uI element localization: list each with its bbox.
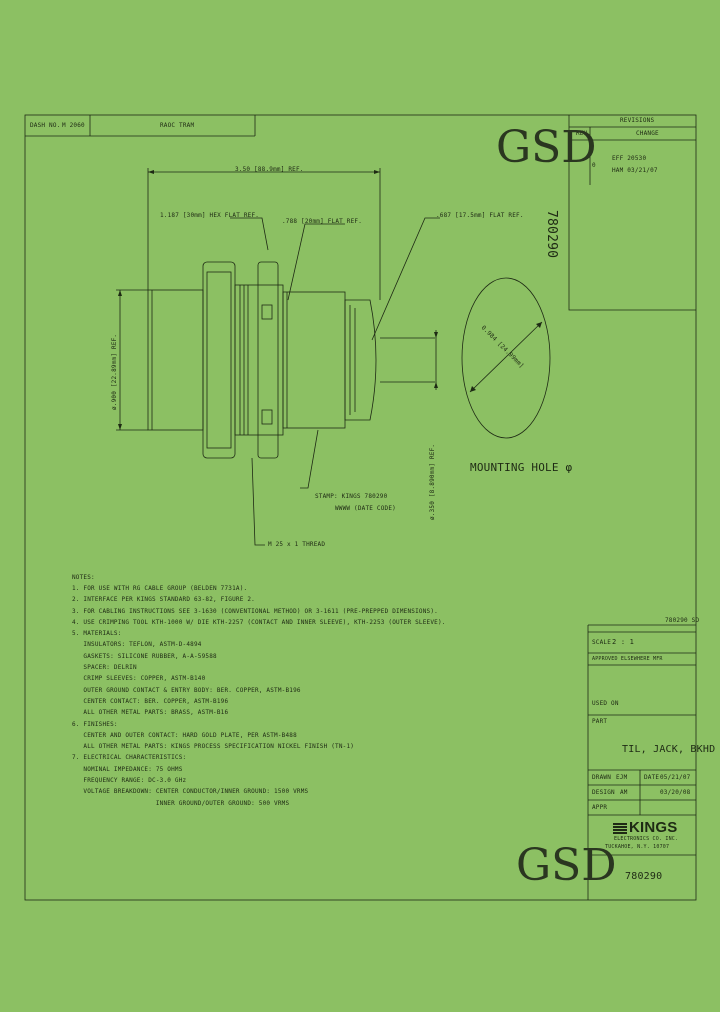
note-line: INNER GROUND/OUTER GROUND: 500 VRMS — [72, 799, 290, 807]
note-line: 2. INTERFACE PER KINGS STANDARD 63-82, F… — [72, 596, 255, 604]
revision-change-2: HAM 03/21/07 — [612, 167, 658, 174]
note-line: FREQUENCY RANGE: DC-3.0 GHz — [72, 777, 187, 785]
note-line: 6. FINISHES: — [72, 720, 118, 728]
note-line: NOMINAL IMPEDANCE: 75 OHMS — [72, 765, 183, 773]
revisions-title: REVISIONS — [620, 117, 655, 124]
scale-label: SCALE — [592, 639, 612, 646]
revisions-col-rev: REV — [576, 130, 588, 137]
nut-flat-dim: .687 [17.5mm] FLAT REF. — [436, 212, 524, 219]
kings-logo-icon — [613, 822, 627, 834]
appr-label: APPR — [592, 804, 608, 811]
watermark-bottom: GSD — [516, 840, 617, 891]
note-line: SPACER: DELRIN — [72, 664, 137, 672]
note-line: CRIMP SLEEVES: COPPER, ASTM-B140 — [72, 675, 206, 683]
stamp-leader — [300, 429, 319, 489]
note-line: CENTER CONTACT: BER. COPPER, ASTM-B196 — [72, 697, 229, 705]
note-line: 1. FOR USE WITH RG CABLE GROUP (BELDEN 7… — [72, 585, 248, 592]
notes-block: NOTES: 1. FOR USE WITH RG CABLE GROUP (B… — [72, 575, 446, 812]
thread-note: M 25 x 1 THREAD — [268, 541, 326, 548]
note-line: ALL OTHER METAL PARTS: BRASS, ASTM-B16 — [72, 709, 229, 717]
drawing-number: 780290 — [625, 871, 663, 882]
design-date: 03/20/08 — [660, 789, 691, 796]
revisions-col-change: CHANGE — [636, 130, 659, 137]
note-line: VOLTAGE BREAKDOWN: CENTER CONDUCTOR/INNE… — [72, 788, 309, 796]
sheet-border — [24, 114, 697, 901]
drawing-title: TIL, JACK, BKHD — [622, 744, 716, 755]
design-by: AM — [620, 789, 628, 796]
note-line: ALL OTHER METAL PARTS: KINGS PROCESS SPE… — [72, 743, 355, 751]
design-label: DESIGN — [592, 789, 615, 796]
approval-note: APPROVED ELSEWHERE MFR — [592, 656, 663, 662]
flat-leader — [287, 223, 345, 301]
mounting-hole-label: MOUNTING HOLE φ — [470, 461, 573, 474]
title-block-part-ref: 780290 SD — [665, 617, 700, 624]
mounting-hole — [461, 277, 551, 439]
used-on-label: USED ON — [592, 700, 619, 707]
note-line: 4. USE CRIMPING TOOL KTH-1000 W/ DIE KTH… — [72, 618, 446, 626]
revision-change-1: EFF 20530 — [612, 155, 647, 162]
note-line: GASKETS: SILICONE RUBBER, A-A-59588 — [72, 652, 217, 660]
thread-leader — [251, 457, 265, 546]
note-line: 3. FOR CABLING INSTRUCTIONS SEE 3-1630 (… — [72, 607, 438, 615]
drawn-label: DRAWN — [592, 774, 612, 781]
stamp-note-2: WWWW (DATE CODE) — [335, 505, 396, 512]
side-part-number: 780290 — [544, 210, 559, 259]
revisions-box — [568, 115, 696, 311]
drawn-date-label: DATE — [644, 774, 660, 781]
stamp-note-1: STAMP: KINGS 780290 — [315, 493, 388, 500]
company-name: KINGS — [629, 819, 678, 836]
pin-dia-dim-label: ø.350 [8.890mm] REF. — [429, 443, 436, 520]
revision-letter: 0 — [592, 162, 596, 169]
dash-no-label: DASH NO. — [30, 122, 61, 129]
flat-ref-dim: .788 [20mm] FLAT REF. — [282, 218, 363, 225]
connector-body — [147, 261, 435, 459]
hex-flat-dim: 1.187 [30mm] HEX FLAT REF. — [160, 212, 260, 219]
watermark-top: GSD — [496, 122, 597, 173]
scale-value: 2 : 1 — [612, 638, 635, 646]
note-line: OUTER GROUND CONTACT & ENTRY BODY: BER. … — [72, 686, 301, 694]
drawn-by: EJM — [616, 774, 628, 781]
part-description: RAOC TRAM — [160, 122, 195, 129]
nut-leader — [371, 217, 440, 341]
company-address: TUCKAHOE, N.Y. 10707 — [605, 844, 670, 850]
part-label: PART — [592, 718, 608, 725]
note-line: INSULATORS: TEFLON, ASTM-D-4894 — [72, 641, 202, 649]
notes-lines: 1. FOR USE WITH RG CABLE GROUP (BELDEN 7… — [72, 585, 446, 812]
note-line: 7. ELECTRICAL CHARACTERISTICS: — [72, 754, 187, 762]
notes-title: NOTES: — [72, 574, 95, 581]
overall-length-dim: 3.50 [88.9mm] REF. — [235, 166, 304, 173]
note-line: CENTER AND OUTER CONTACT: HARD GOLD PLAT… — [72, 731, 297, 739]
dash-no-value: M 2060 — [62, 122, 85, 129]
body-dia-dim-label: ø.900 [22.89mm] REF. — [111, 333, 118, 410]
company-sub: ELECTRONICS CO. INC. — [614, 836, 679, 842]
note-line: 5. MATERIALS: — [72, 630, 122, 638]
drawn-date: 05/21/07 — [660, 774, 691, 781]
hex-leader — [230, 217, 269, 251]
title-block-lines — [587, 624, 696, 900]
